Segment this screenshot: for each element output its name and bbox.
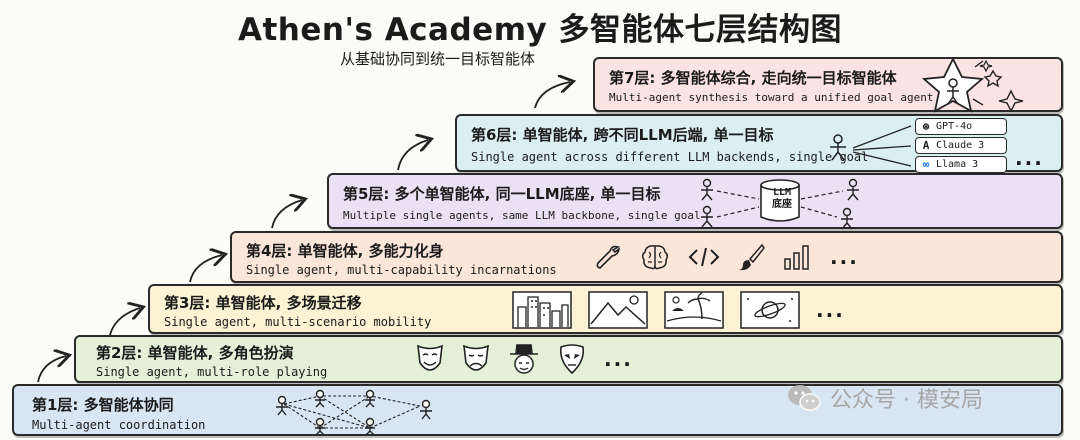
- watermark-text: 公众号 · 模安局: [830, 388, 983, 413]
- paintbrush-icon: [739, 243, 765, 271]
- layer-3: 第3层: 单智能体, 多场景迁移 Single agent, multi-sce…: [148, 284, 1063, 334]
- space-planet-icon: [740, 291, 800, 329]
- bar-chart-icon: [784, 245, 809, 270]
- wechat-icon: [788, 385, 821, 411]
- llm-base-line2: 底座: [772, 199, 792, 210]
- watermark: 公众号 · 模安局: [786, 382, 983, 414]
- layer-3-title: 第3层: 单智能体, 多场景迁移: [164, 294, 362, 312]
- wrench-icon: [596, 245, 621, 269]
- llm-base-label: LLM 底座: [763, 187, 801, 211]
- arrow-5-6: [397, 140, 428, 171]
- more-capabilities-ellipsis: ...: [830, 245, 859, 269]
- layer-2-title: 第2层: 单智能体, 多角色扮演: [96, 344, 294, 362]
- agent-node-6: [420, 399, 432, 420]
- beach-icon: [664, 291, 724, 329]
- arrow-6-7: [534, 82, 570, 109]
- backend-llama3: ∞ Llama 3: [915, 156, 1007, 173]
- scenario-icons: ...: [512, 291, 845, 329]
- layer-5-subtitle: Multiple single agents, same LLM backbon…: [343, 209, 701, 222]
- layer-7-subtitle: Multi-agent synthesis toward a unified g…: [609, 91, 934, 104]
- agent-network-diagram: [276, 389, 432, 436]
- agent-icon-a: [701, 178, 713, 201]
- mountain-icon: [588, 291, 648, 329]
- more-scenarios-ellipsis: ...: [816, 298, 845, 322]
- layer-5-title: 第5层: 多个单智能体, 同一LLM底座, 单一目标: [343, 185, 661, 203]
- backend-llama3-label: Llama 3: [936, 159, 979, 170]
- layer-3-subtitle: Single agent, multi-scenario mobility: [164, 315, 432, 329]
- arrow-2-3: [109, 308, 140, 336]
- llm-base-line1: LLM: [772, 187, 792, 198]
- capability-icons: ...: [594, 243, 859, 271]
- layer-1-subtitle: Multi-agent coordination: [32, 418, 206, 432]
- agent-node-4: [315, 417, 325, 436]
- arrow-3-4: [189, 255, 222, 283]
- layer-6-subtitle: Single agent across different LLM backen…: [471, 150, 869, 164]
- brain-icon: [641, 245, 669, 270]
- layer-6: 第6层: 单智能体, 跨不同LLM后端, 单一目标 Single agent a…: [455, 114, 1063, 173]
- page-subtitle: 从基础协同到统一目标智能体: [340, 50, 536, 68]
- agent-icon-d: [841, 207, 853, 230]
- layer-7-title: 第7层: 多智能体综合, 走向统一目标智能体: [609, 69, 897, 87]
- more-backends-ellipsis: ...: [1015, 146, 1044, 170]
- agent-node-2: [315, 389, 325, 408]
- layer-5: 第5层: 多个单智能体, 同一LLM底座, 单一目标 Multiple sing…: [327, 173, 1063, 230]
- database-icon: [760, 179, 800, 222]
- agent-node-3: [365, 389, 375, 408]
- agent-icon-b: [701, 205, 713, 228]
- layer-1: 第1层: 多智能体协同 Multi-agent coordination: [12, 384, 1063, 436]
- role-icons: ...: [416, 343, 633, 375]
- meta-icon: ∞: [922, 158, 930, 171]
- arrow-1-2: [37, 356, 66, 383]
- layer-4-title: 第4层: 单智能体, 多能力化身: [246, 242, 444, 260]
- sad-mask-icon: [463, 344, 489, 371]
- arrow-4-5: [271, 200, 302, 229]
- layer-6-title: 第6层: 单智能体, 跨不同LLM后端, 单一目标: [471, 126, 774, 144]
- more-roles-ellipsis: ...: [604, 347, 633, 371]
- layer-7: 第7层: 多智能体综合, 走向统一目标智能体 Multi-agent synth…: [593, 56, 1063, 113]
- hat-face-icon: [510, 344, 538, 374]
- agent-icon-c: [847, 178, 859, 201]
- backend-links: [852, 125, 912, 167]
- agent-icon: [830, 134, 846, 161]
- city-icon: [512, 291, 572, 329]
- unified-agent-star-icon: [921, 56, 1024, 113]
- openai-icon: ⊛: [922, 120, 930, 133]
- agent-node-5: [365, 417, 375, 436]
- happy-mask-icon: [417, 344, 443, 371]
- layer-2: 第2层: 单智能体, 多角色扮演 Single agent, multi-rol…: [74, 335, 1063, 383]
- page-title: Athen's Academy 多智能体七层结构图: [237, 12, 842, 48]
- backend-gpt4o-label: GPT-4o: [936, 121, 973, 132]
- layer-4-subtitle: Single agent, multi-capability incarnati…: [246, 263, 557, 277]
- layer-1-title: 第1层: 多智能体协同: [32, 396, 174, 414]
- code-icon: [688, 247, 720, 267]
- backend-claude3-label: Claude 3: [936, 140, 985, 151]
- layer-4: 第4层: 单智能体, 多能力化身 Single agent, multi-cap…: [230, 231, 1063, 283]
- layer-2-subtitle: Single agent, multi-role playing: [96, 365, 328, 379]
- alien-mask-icon: [559, 344, 585, 375]
- agent-node-1: [276, 395, 288, 416]
- anthropic-icon: A: [922, 139, 930, 152]
- shared-llm-base-diagram: [701, 178, 859, 230]
- backend-claude3: A Claude 3: [915, 137, 1007, 154]
- backend-gpt4o: ⊛ GPT-4o: [915, 118, 1007, 135]
